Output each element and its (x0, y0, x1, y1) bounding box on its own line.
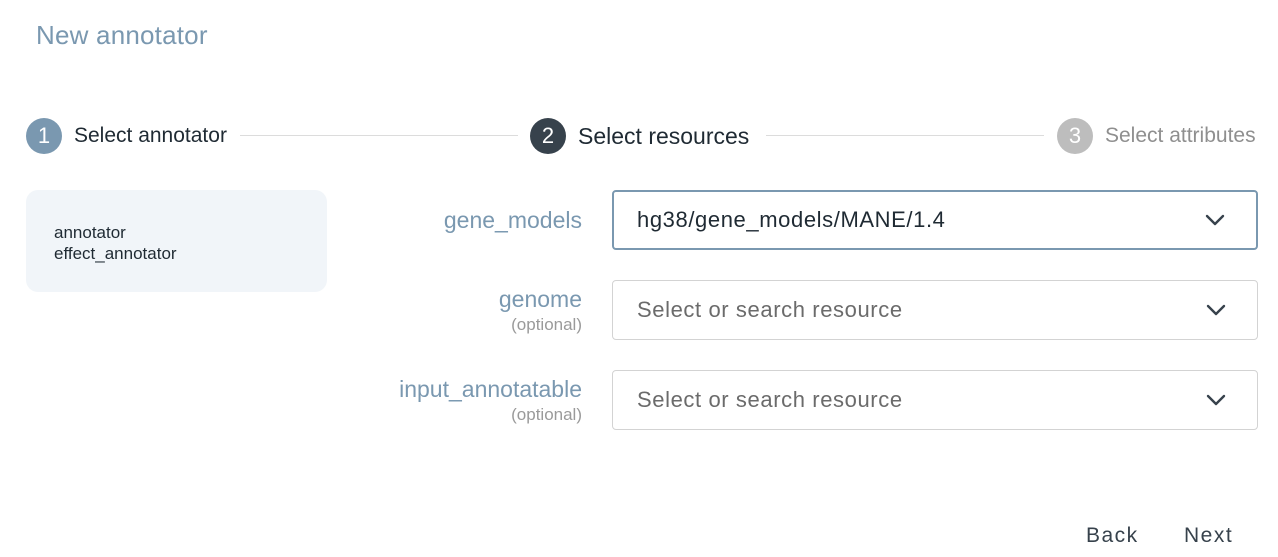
selected-value: hg38/gene_models/MANE/1.4 (637, 207, 946, 232)
step-number-2: 2 (530, 118, 566, 154)
resource-name: input_annotatable (399, 375, 582, 402)
step-select-attributes[interactable]: 3 Select attributes (1057, 118, 1256, 154)
select-placeholder: Select or search resource (637, 297, 903, 322)
step-select-resources[interactable]: 2 Select resources (530, 118, 749, 154)
resource-name: genome (498, 285, 582, 312)
chevron-down-icon (1205, 214, 1225, 226)
chevron-down-icon (1206, 304, 1226, 316)
annotator-type-value: effect_annotator (54, 244, 177, 263)
page-title: New annotator (36, 20, 208, 50)
back-button[interactable]: Back (1086, 520, 1139, 552)
next-button[interactable]: Next (1184, 520, 1233, 552)
optional-hint: (optional) (511, 314, 582, 334)
genome-select[interactable]: Select or search resource (612, 280, 1258, 340)
step-label-1: Select annotator (74, 124, 227, 147)
step-connector (766, 135, 1044, 136)
step-label-3: Select attributes (1105, 124, 1256, 147)
step-number-1: 1 (26, 118, 62, 154)
resource-row-gene-models: gene_models hg38/gene_models/MANE/1.4 (330, 190, 1258, 250)
gene-models-select[interactable]: hg38/gene_models/MANE/1.4 (612, 190, 1258, 250)
resource-label: gene_models (444, 190, 582, 250)
stepper: 1 Select annotator 2 Select resources 3 … (26, 118, 1258, 154)
annotator-type-key: annotator (54, 223, 126, 242)
select-placeholder: Select or search resource (637, 387, 903, 412)
resource-label: genome (optional) (499, 280, 582, 340)
step-select-annotator[interactable]: 1 Select annotator (26, 118, 227, 154)
input-annotatable-select[interactable]: Select or search resource (612, 370, 1258, 430)
step-connector (240, 135, 518, 136)
annotator-summary-card: annotator effect_annotator (26, 190, 327, 292)
chevron-down-icon (1206, 394, 1226, 406)
optional-hint: (optional) (511, 404, 582, 424)
step-number-3: 3 (1057, 118, 1093, 154)
resource-row-genome: genome (optional) Select or search resou… (330, 280, 1258, 340)
resource-row-input-annotatable: input_annotatable (optional) Select or s… (330, 370, 1258, 430)
resource-name: gene_models (443, 206, 582, 233)
step-label-2: Select resources (578, 122, 750, 149)
resource-label: input_annotatable (optional) (399, 370, 582, 430)
